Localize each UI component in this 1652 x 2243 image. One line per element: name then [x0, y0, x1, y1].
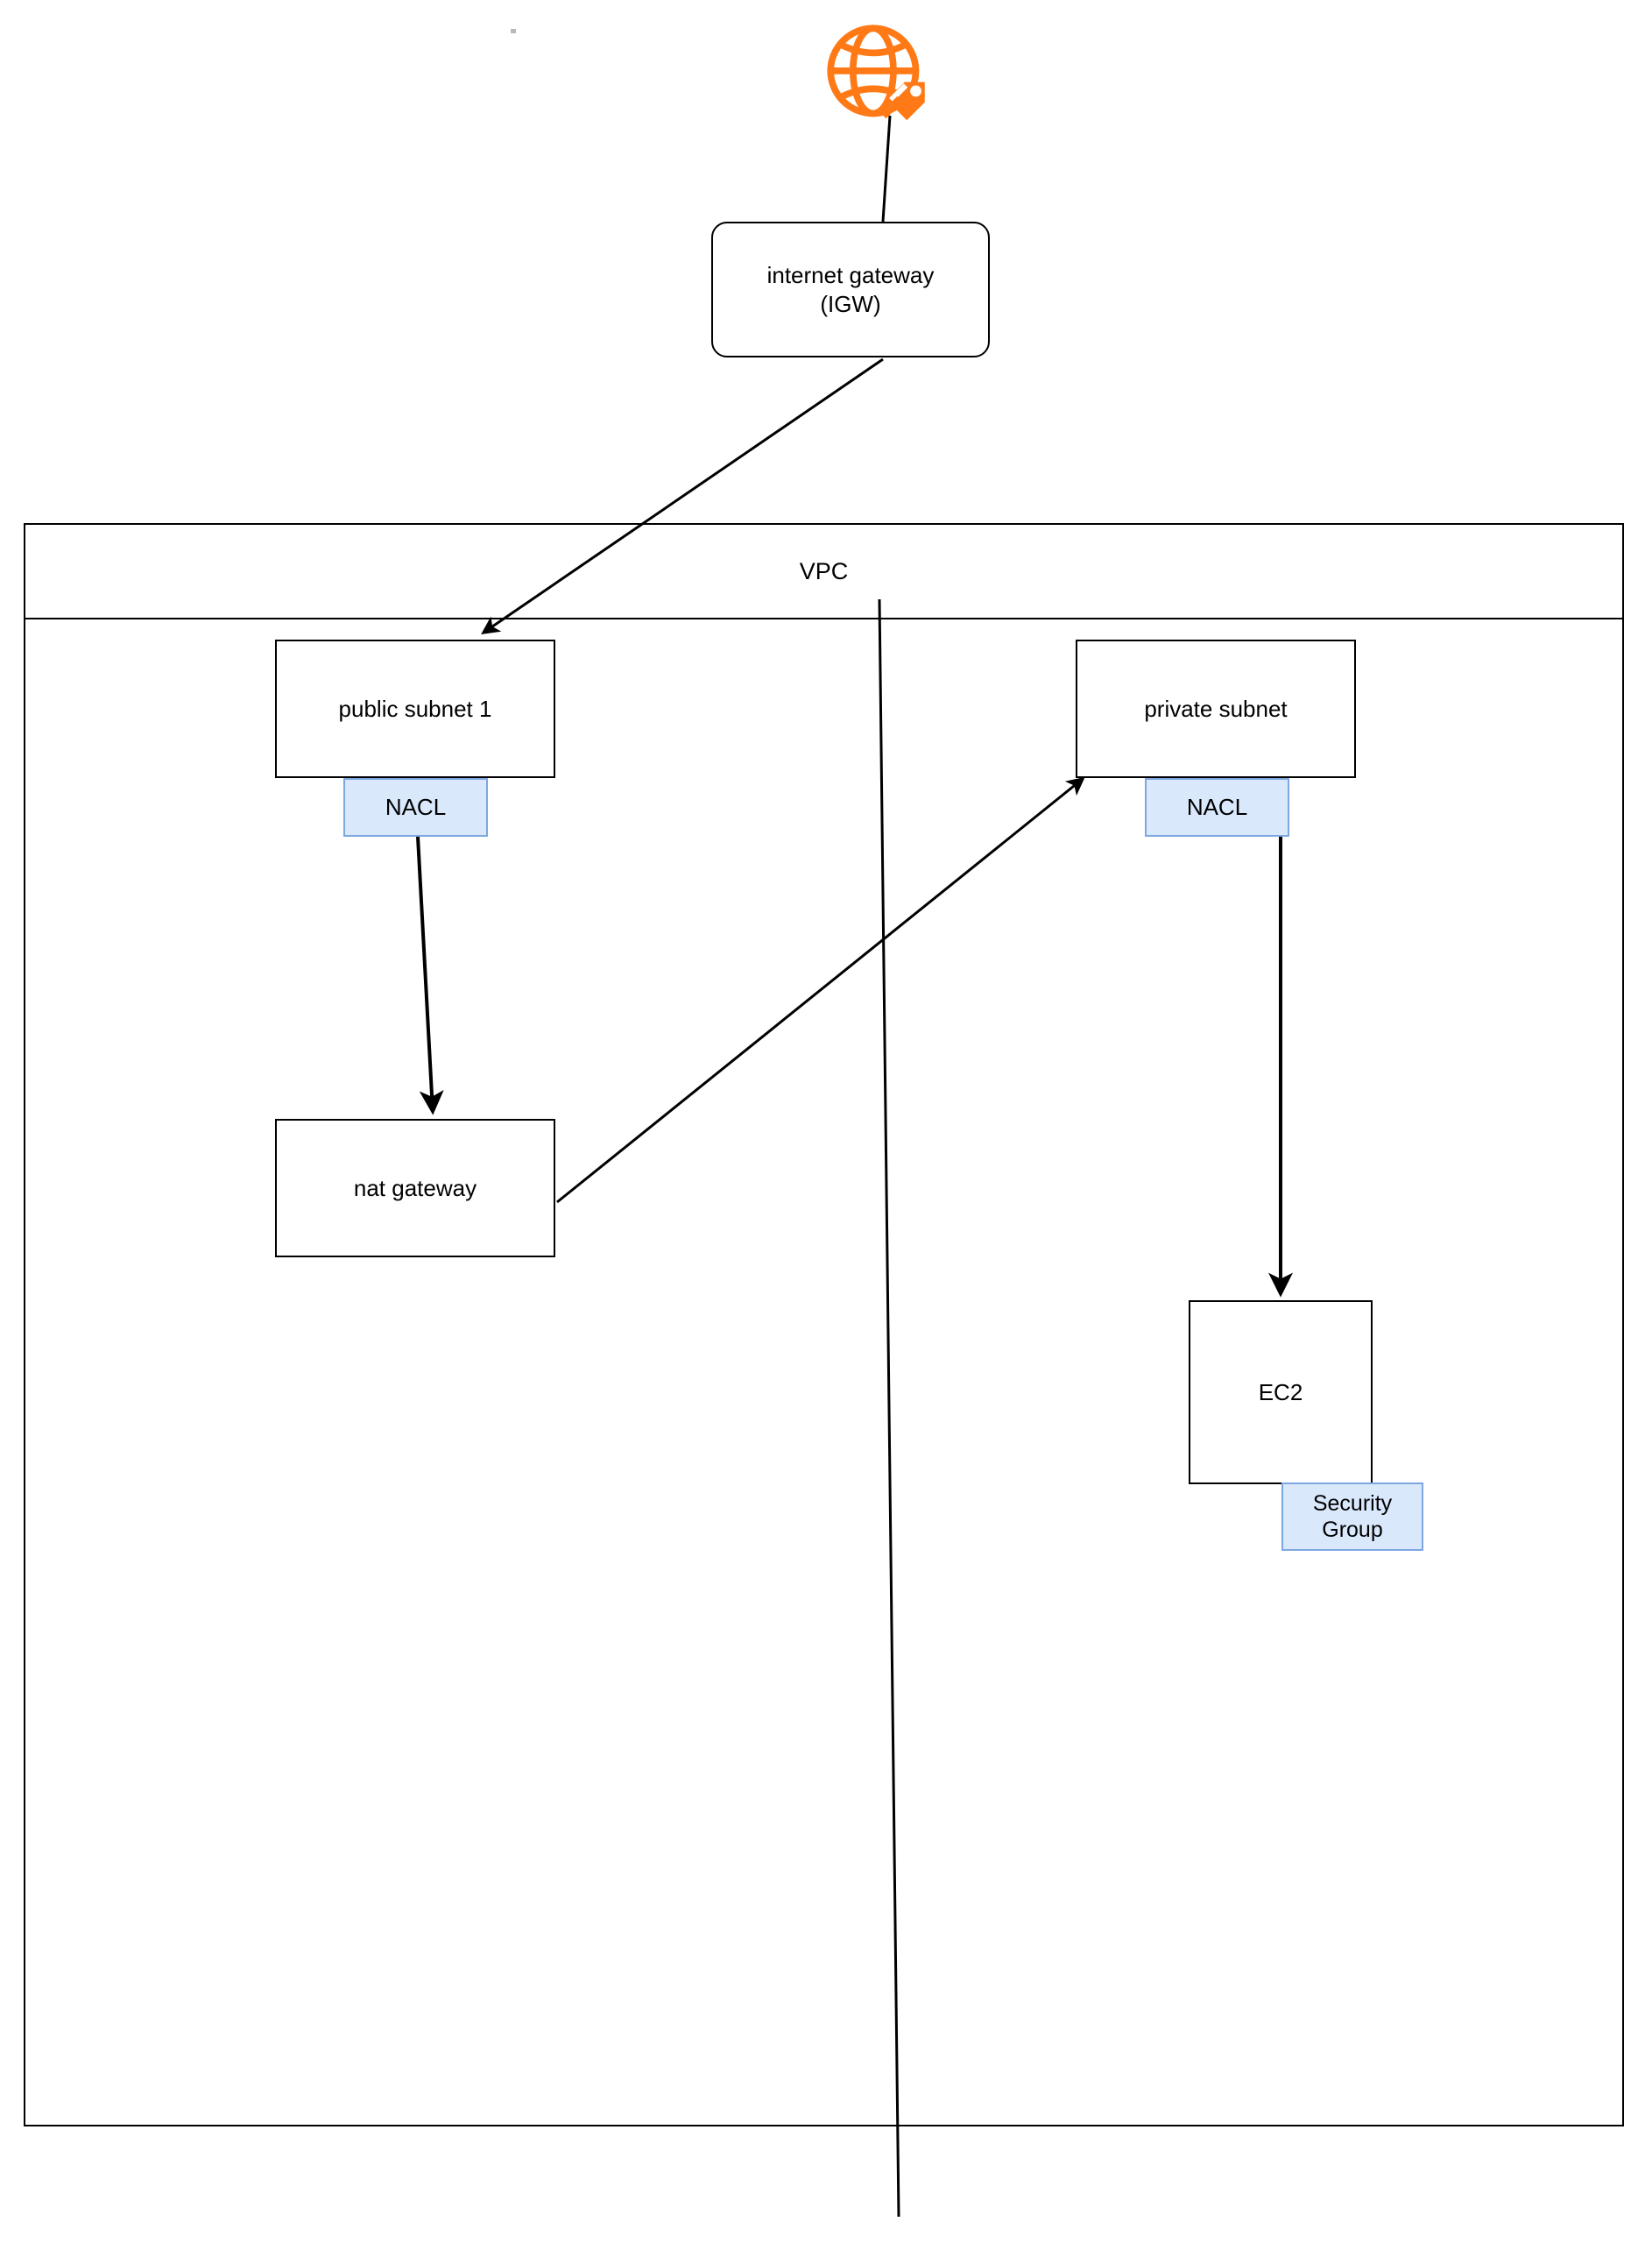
node-public-subnet[interactable]: public subnet 1: [275, 640, 555, 778]
vpc-container-body: [24, 618, 1624, 2126]
badge-public-nacl[interactable]: NACL: [343, 778, 488, 837]
node-ec2[interactable]: EC2: [1189, 1300, 1373, 1484]
badge-private-nacl[interactable]: NACL: [1145, 778, 1289, 837]
vpc-header: VPC: [24, 523, 1624, 619]
edge-globe-to-igw: [881, 115, 892, 223]
globe-internet-icon: [822, 19, 934, 131]
badge-security-group[interactable]: Security Group: [1281, 1482, 1423, 1551]
node-internet-gateway[interactable]: internet gateway (IGW): [711, 222, 990, 357]
node-private-subnet[interactable]: private subnet: [1076, 640, 1356, 778]
vpc-label: VPC: [799, 557, 849, 584]
node-nat-gateway[interactable]: nat gateway: [275, 1119, 555, 1257]
stray-speck-artifact: [511, 29, 516, 33]
